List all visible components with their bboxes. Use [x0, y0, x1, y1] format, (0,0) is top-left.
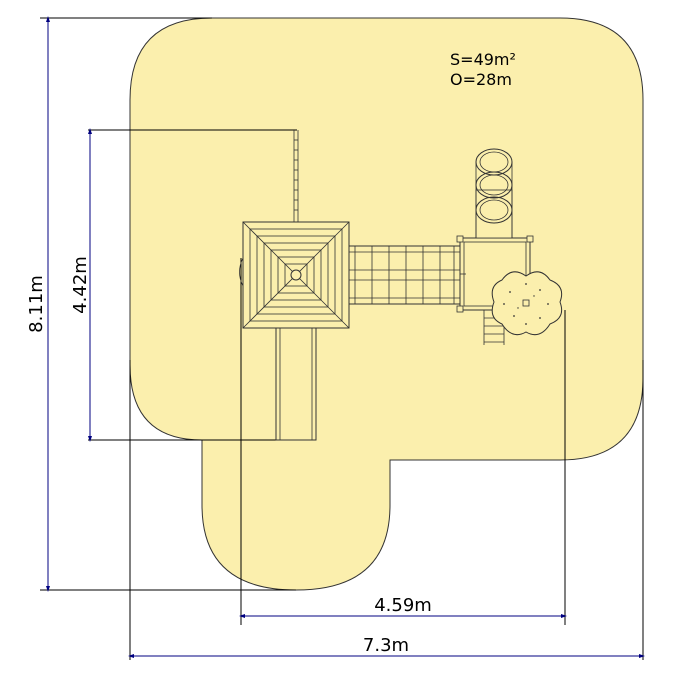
total-height-label: 8.11m	[26, 275, 47, 333]
tree-deck	[491, 271, 563, 336]
dimension-lines	[46, 16, 645, 658]
play-equipment	[239, 130, 563, 441]
climbing-hoops	[475, 148, 513, 239]
slide	[275, 327, 317, 441]
equipment-width-label: 4.59m	[374, 595, 432, 616]
equipment-height-label: 4.42m	[70, 256, 91, 314]
extension-lines	[40, 17, 644, 660]
bridge	[348, 245, 461, 305]
area-label: S=49m²	[450, 50, 516, 69]
tower-side-arc	[239, 257, 244, 287]
total-width-label: 7.3m	[363, 635, 409, 656]
tower-roof	[242, 221, 350, 329]
perimeter-label: O=28m	[450, 70, 512, 89]
rope-ladder	[293, 130, 299, 222]
